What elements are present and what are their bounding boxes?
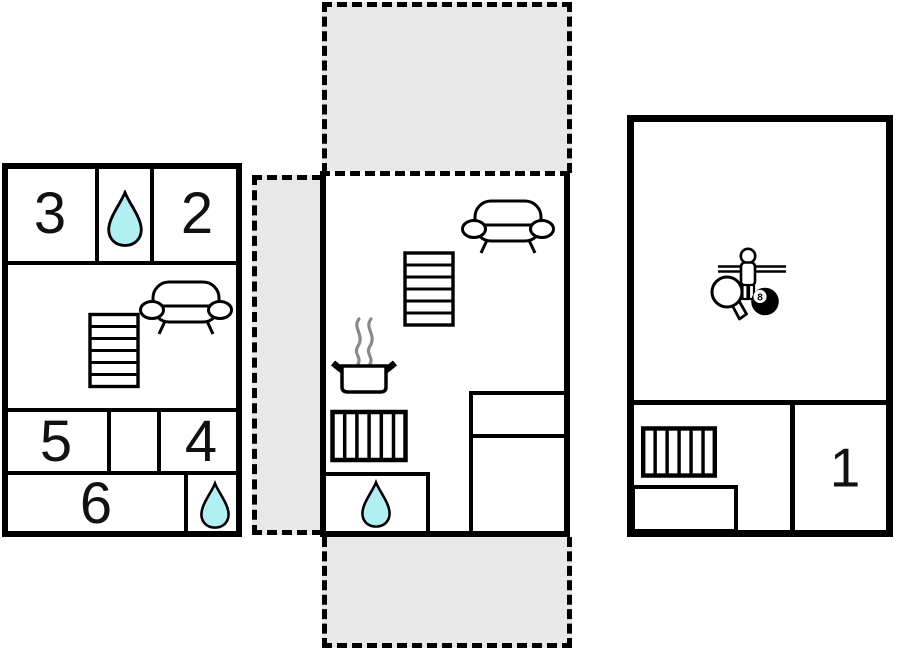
foosball-player-icon: [718, 247, 786, 301]
stairs-icon: [88, 312, 140, 389]
water-drop-icon: [359, 477, 393, 532]
wall: [469, 391, 564, 395]
terrace-area-top: [322, 2, 572, 173]
wall: [2, 408, 242, 412]
radiator-icon: [640, 426, 718, 478]
wall: [157, 411, 161, 473]
wall: [95, 166, 99, 265]
eight-ball-icon: 8: [751, 287, 779, 316]
room-number-6: 6: [79, 471, 113, 536]
wall: [2, 261, 242, 265]
wall: [326, 472, 430, 476]
terrace-area-bottom: [322, 537, 572, 648]
room-number-3: 3: [33, 181, 67, 246]
wall: [469, 391, 473, 531]
svg-text:8: 8: [757, 293, 763, 304]
room-number-2: 2: [180, 181, 214, 246]
sofa-icon: [139, 279, 233, 337]
table-tennis-paddle-icon: [710, 275, 748, 321]
wall: [426, 472, 430, 531]
stairs-icon: [403, 251, 455, 327]
game-room-icon: 8: [702, 244, 790, 328]
wall: [150, 166, 154, 265]
wall: [627, 400, 893, 405]
sofa-icon: [461, 198, 555, 256]
wall: [790, 405, 795, 537]
fixture-box: [631, 485, 738, 533]
room-number-4: 4: [184, 409, 218, 474]
cooking-pot-steam-icon: [330, 316, 398, 394]
water-drop-icon: [104, 190, 146, 248]
radiator-icon: [330, 409, 408, 463]
wall: [107, 411, 111, 473]
room-number-5: 5: [39, 409, 73, 474]
wall: [469, 434, 564, 438]
wall: [2, 471, 242, 475]
terrace-area-left: [252, 175, 322, 535]
room-number-1: 1: [829, 436, 861, 499]
wall: [184, 474, 188, 534]
water-drop-icon: [198, 478, 232, 533]
